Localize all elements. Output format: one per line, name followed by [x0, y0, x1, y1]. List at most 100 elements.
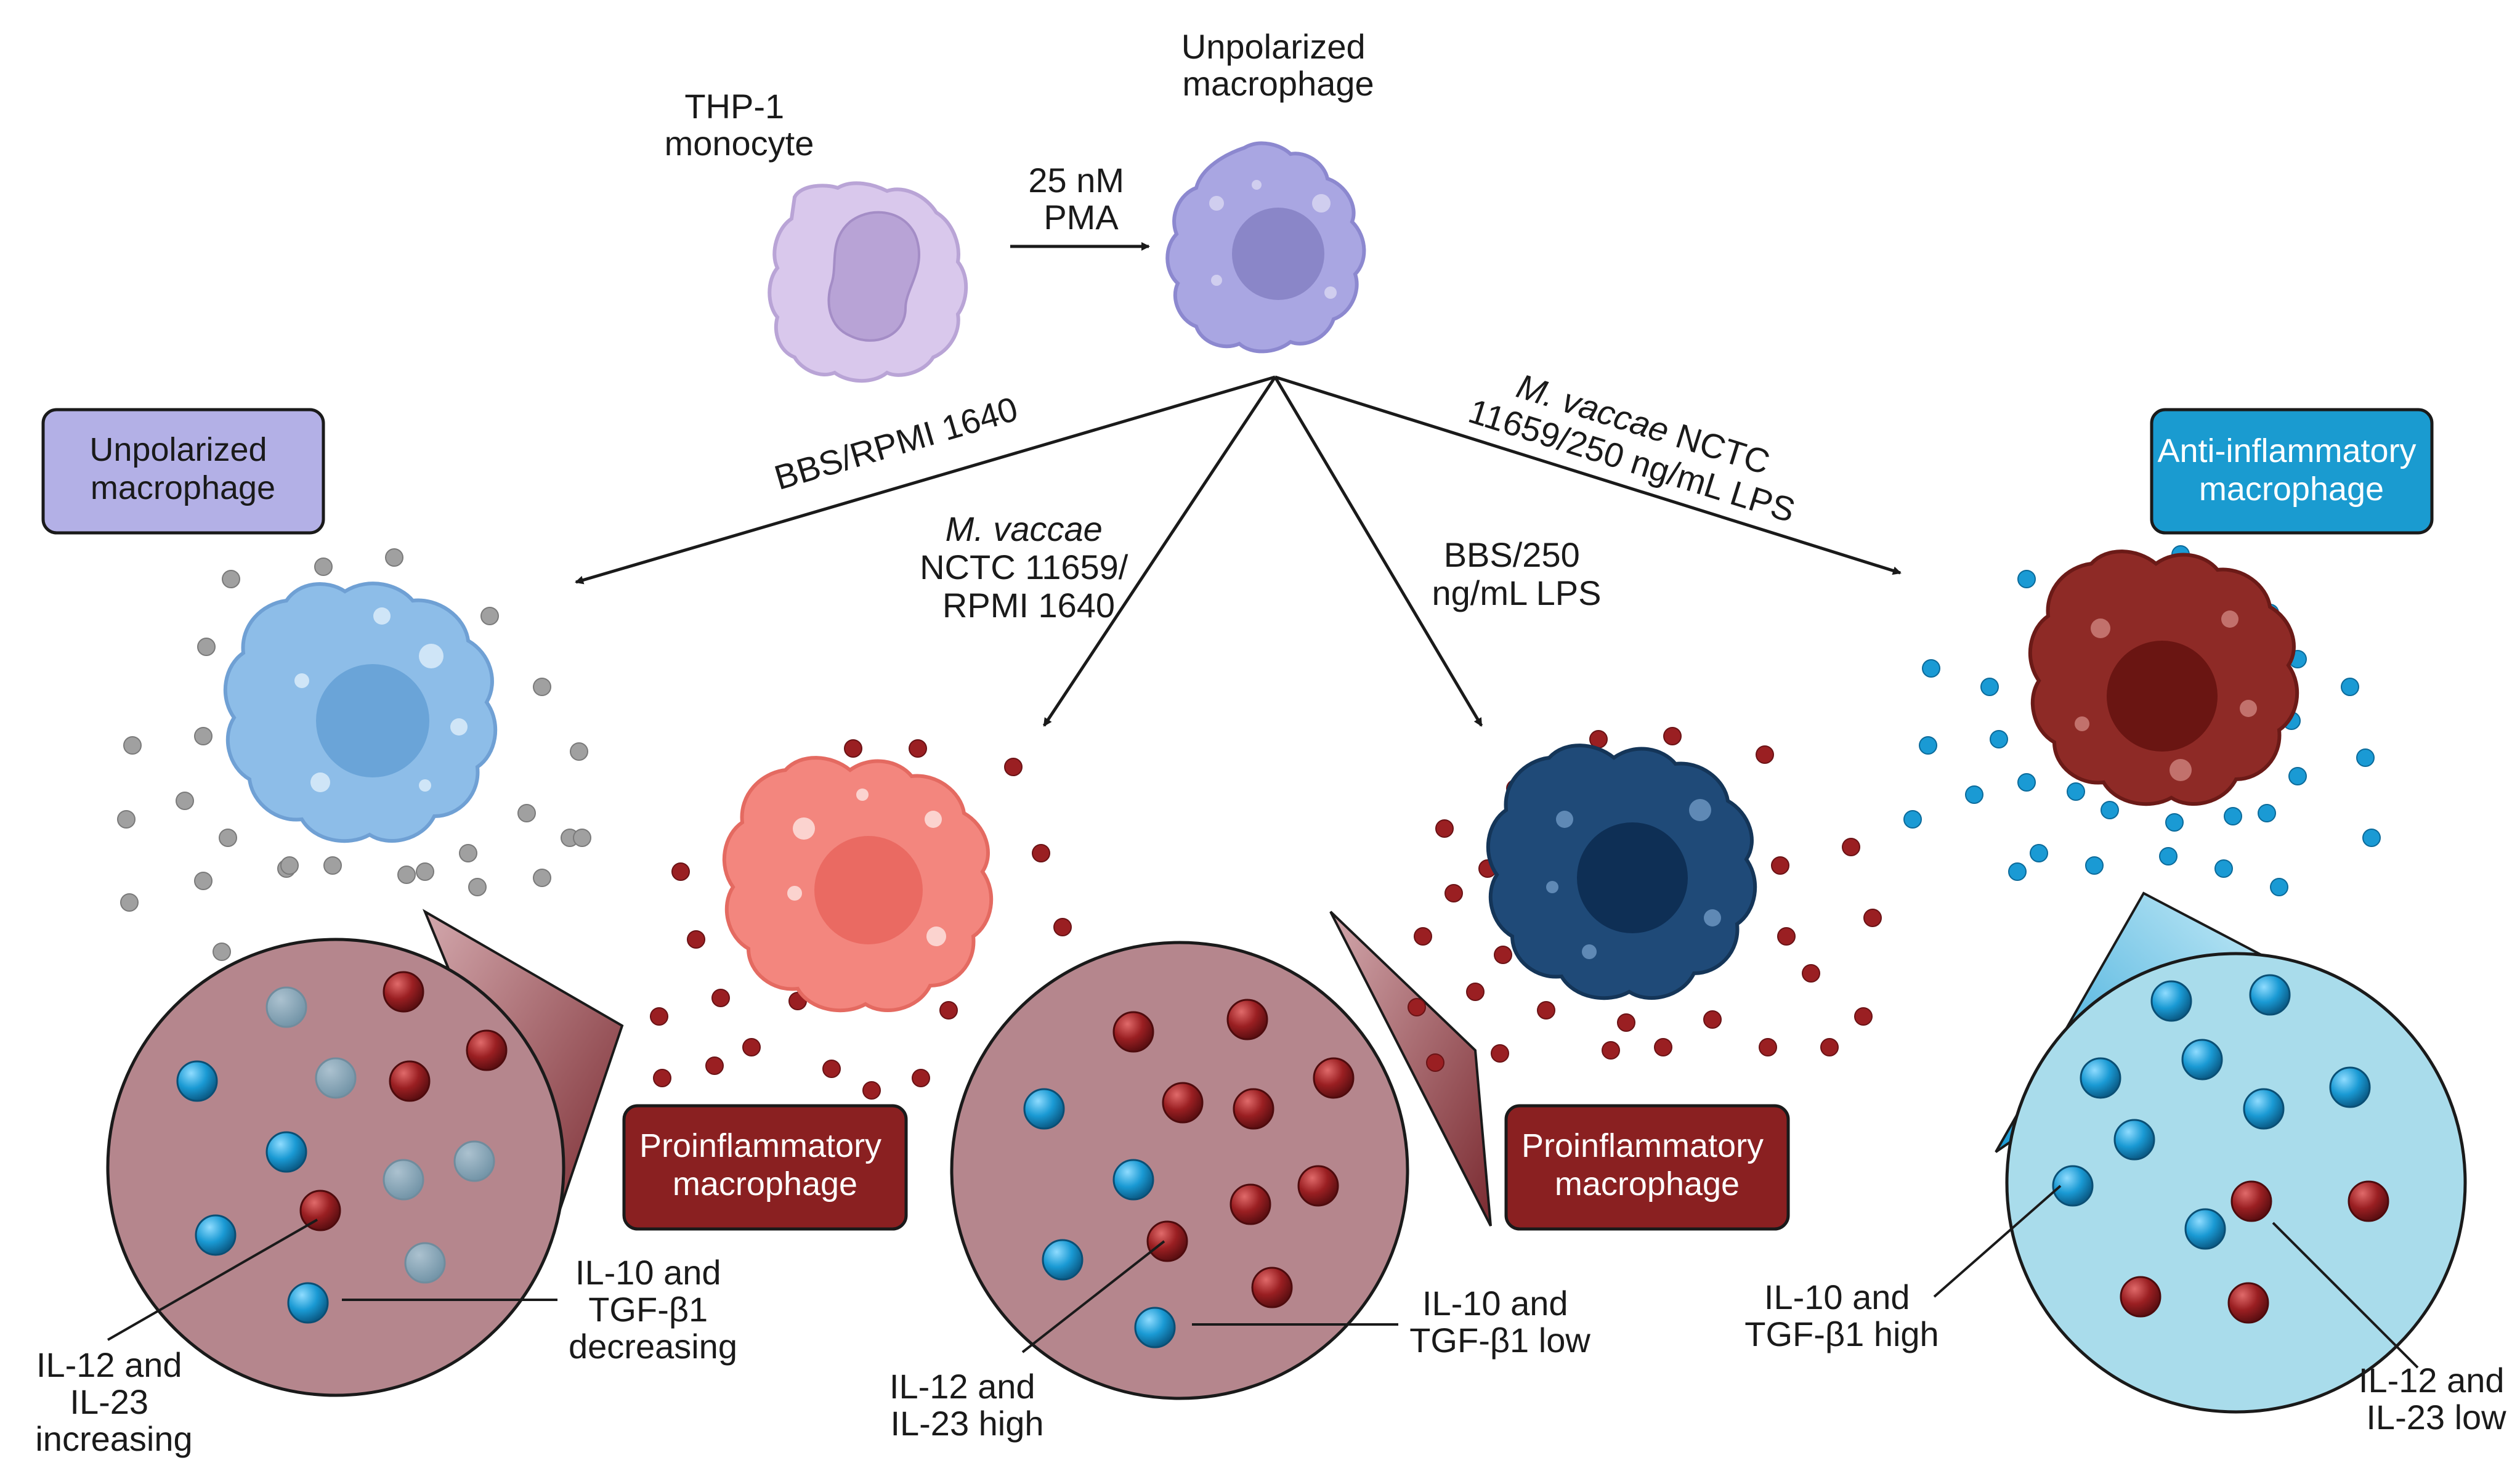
- cytokine-blue: [1903, 810, 1922, 829]
- zoom-circle-2: [950, 941, 1409, 1400]
- il10-tgfb1-sphere: [1023, 1088, 1065, 1130]
- zoom-circle-1: [106, 938, 565, 1397]
- thp1-monocyte-cell: [768, 181, 968, 383]
- cytokine-red: [1435, 819, 1454, 838]
- il12-il23-sphere: [2227, 1282, 2269, 1324]
- cytokine-red: [1032, 844, 1050, 862]
- cytokine-red: [912, 1069, 930, 1087]
- dots-red-cell3: [1408, 727, 1882, 1072]
- cytokine-red: [687, 930, 705, 949]
- cytokine-grey: [416, 862, 434, 881]
- il12-il23-sphere: [1251, 1267, 1293, 1308]
- cytokine-red: [1777, 927, 1796, 946]
- callout-c3-il10: IL-10 and TGF-β1 high: [1744, 1278, 1939, 1353]
- arrow-to-proinflammatory-2: [1273, 376, 1483, 727]
- cytokine-blue: [1990, 730, 2008, 748]
- cytokine-grey: [573, 829, 591, 847]
- arrow-to-anti-inflammatory: [1274, 375, 1902, 575]
- il12-il23-sphere: [1146, 1220, 1188, 1262]
- cytokine-red: [822, 1060, 841, 1078]
- il10-tgfb1-sphere: [2184, 1208, 2226, 1250]
- il10-tgfb1-sphere: [265, 1131, 307, 1173]
- cytokine-red: [671, 862, 690, 881]
- cytokine-grey: [459, 844, 477, 862]
- cytokine-red: [1053, 918, 1072, 936]
- cytokine-blue: [2030, 844, 2048, 862]
- il12-il23-sphere: [1313, 1057, 1355, 1099]
- cytokine-red: [1426, 1053, 1444, 1072]
- label-mvaccae-rpmi: M. vaccae NCTC 11659/ RPMI 1640: [920, 509, 1138, 625]
- il10-tgfb1-sphere: [453, 1140, 495, 1182]
- cytokine-red: [1654, 1038, 1672, 1056]
- cytokine-grey: [219, 829, 237, 847]
- cytokine-red: [650, 1007, 668, 1026]
- cytokine-red: [939, 1001, 958, 1020]
- proinflammatory-macrophage-cell-2: [1486, 744, 1757, 1000]
- anti-inflammatory-box: Anti-inflammatory macrophage: [2150, 408, 2434, 535]
- cytokine-red: [1863, 909, 1882, 927]
- unpolarized-top-label: Unpolarized macrophage: [1181, 27, 1375, 103]
- cytokine-red: [1842, 838, 1860, 856]
- cytokine-red: [705, 1056, 724, 1075]
- il10-tgfb1-sphere: [2181, 1039, 2223, 1081]
- cytokine-red: [1756, 745, 1774, 764]
- il10-tgfb1-sphere: [404, 1242, 446, 1284]
- callout-c1-il12: IL-12 and IL-23 increasing: [35, 1345, 192, 1458]
- callout-line-c1-il12: [107, 1218, 318, 1341]
- cytokine-blue: [2288, 767, 2307, 785]
- cytokine-blue: [2101, 801, 2119, 819]
- cytokine-grey: [117, 810, 136, 829]
- il10-tgfb1-sphere: [1042, 1239, 1084, 1281]
- cytokine-grey: [570, 742, 588, 761]
- cytokine-red: [1663, 727, 1682, 745]
- anti-inflammatory-macrophage-cell: [2028, 549, 2299, 806]
- callout-c3-il12: IL-12 and IL-23 low: [2359, 1361, 2514, 1437]
- il12-il23-sphere: [1297, 1165, 1339, 1207]
- cytokine-grey: [533, 869, 551, 887]
- cytokine-blue: [1919, 736, 1937, 755]
- cytokine-grey: [222, 570, 240, 588]
- il12-il23-sphere: [1226, 999, 1268, 1040]
- dots-grey-cell1: [117, 548, 591, 961]
- label-bbs-lps: BBS/250 ng/mL LPS: [1432, 535, 1602, 612]
- arrow-to-unpolarized: [575, 375, 1276, 585]
- cytokine-blue: [2067, 782, 2085, 801]
- cytokine-red: [862, 1081, 881, 1100]
- cytokine-blue: [2085, 856, 2104, 875]
- arrow-to-proinflammatory-1: [1042, 376, 1277, 727]
- cytokine-blue: [2341, 678, 2359, 696]
- cytokine-grey: [480, 607, 499, 625]
- cytokine-red: [844, 739, 862, 758]
- il10-tgfb1-sphere: [1134, 1307, 1176, 1348]
- cytokine-red: [1004, 758, 1023, 776]
- cytokine-grey: [323, 856, 342, 875]
- cytokine-grey: [176, 792, 194, 810]
- cytokine-red: [1771, 856, 1789, 875]
- il10-tgfb1-sphere: [383, 1159, 424, 1201]
- cytokine-grey: [280, 856, 299, 875]
- il10-tgfb1-sphere: [2052, 1165, 2094, 1207]
- cytokine-grey: [120, 893, 139, 912]
- cytokine-red: [711, 989, 730, 1007]
- cytokine-blue: [2224, 807, 2242, 825]
- zoom-cone-2: [1329, 910, 1492, 1227]
- cytokine-blue: [2270, 878, 2288, 896]
- cytokine-grey: [194, 872, 213, 890]
- callout-c2-il12: IL-12 and IL-23 high: [889, 1367, 1045, 1443]
- zoom-circle-3: [2005, 952, 2467, 1414]
- cytokine-blue: [1922, 659, 1940, 678]
- unpolarized-box: Unpolarized macrophage: [41, 408, 325, 535]
- cytokine-grey: [194, 727, 213, 745]
- il10-tgfb1-sphere: [2249, 974, 2291, 1016]
- svg-text:Proinflammatory macropha: Proinflammatory macrophage: [1521, 1127, 1773, 1202]
- label-mvaccae-lps: M. vaccae NCTC 11659/250 ng/mL LPS: [1464, 366, 1800, 529]
- cytokine-red: [1414, 927, 1432, 946]
- cytokine-grey: [314, 558, 333, 576]
- svg-text:Anti-inflammatory macrop: Anti-inflammatory macrophage: [2157, 432, 2425, 508]
- svg-text:Proinflammatory macropha: Proinflammatory macrophage: [639, 1127, 891, 1202]
- cytokine-blue: [2159, 847, 2178, 866]
- cytokine-grey: [397, 866, 416, 884]
- callout-c1-il10: IL-10 and TGF-β1 decreasing: [569, 1253, 737, 1366]
- cytokine-red: [1617, 1013, 1635, 1032]
- il10-tgfb1-sphere: [2113, 1119, 2155, 1161]
